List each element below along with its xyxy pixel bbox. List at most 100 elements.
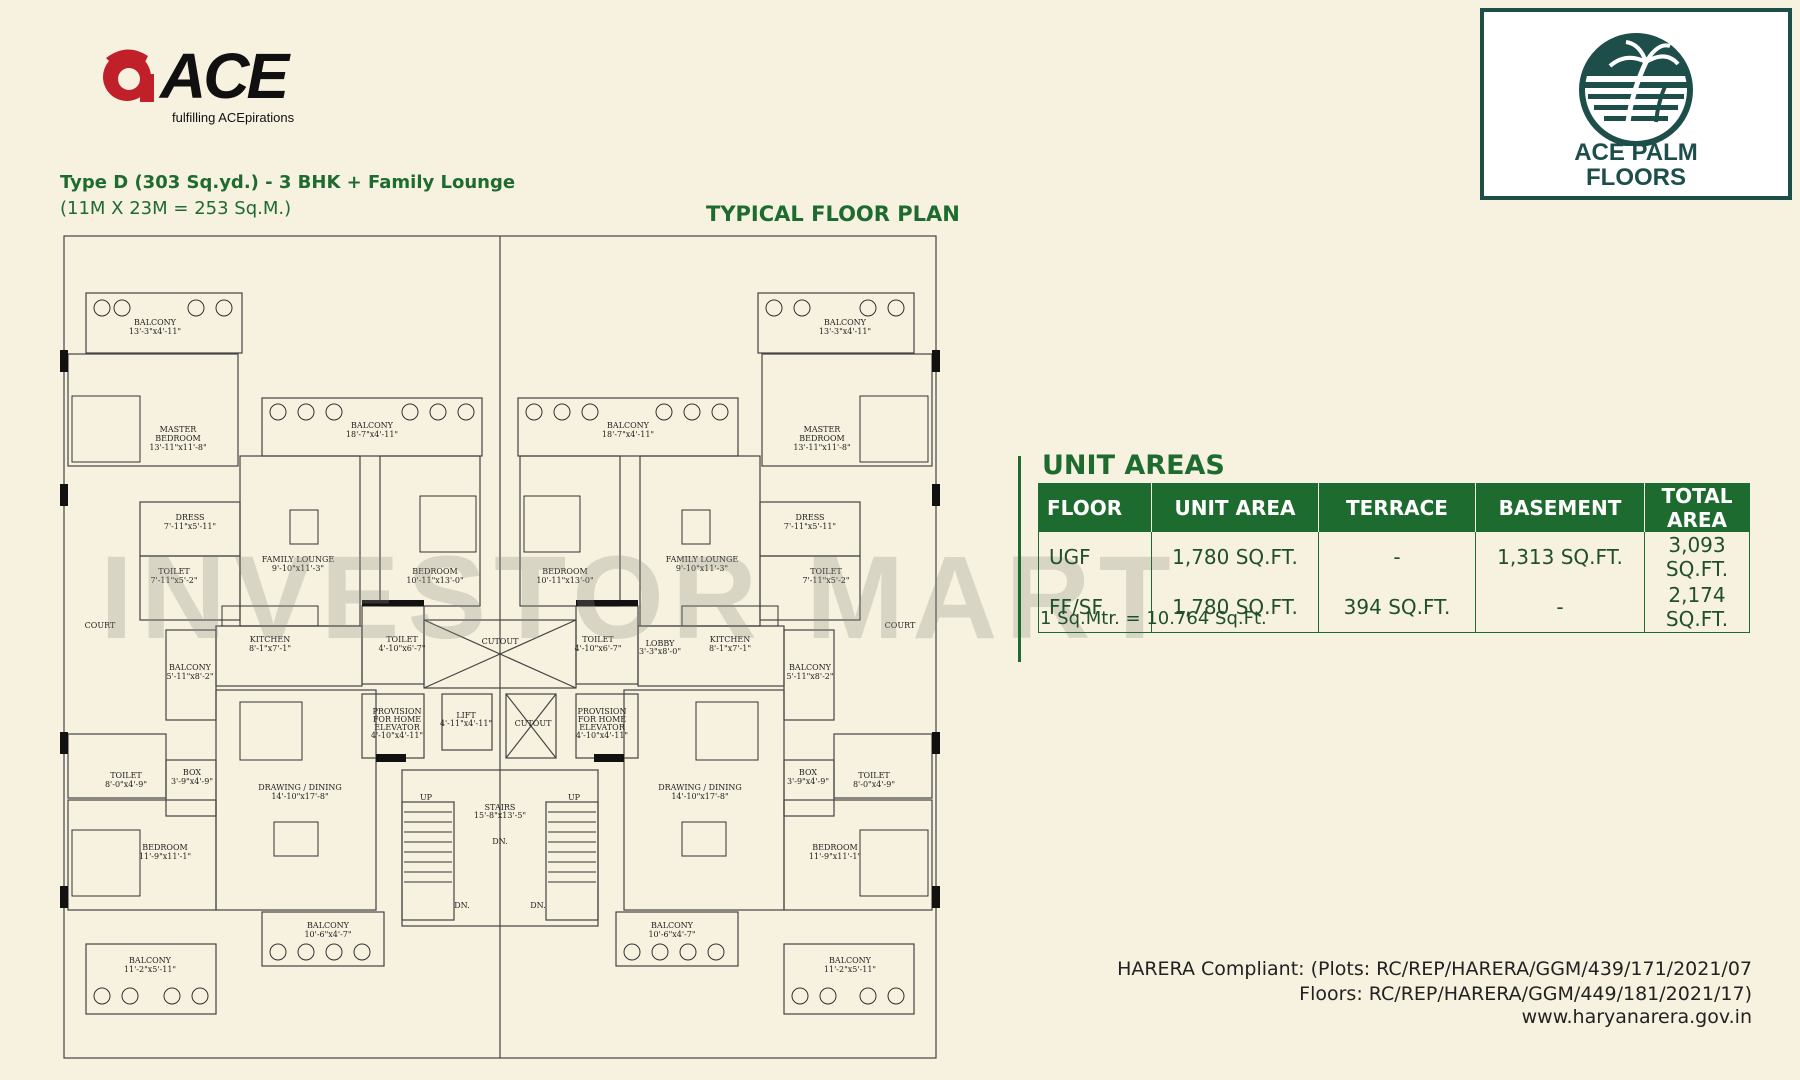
harera-line2: Floors: RC/REP/HARERA/GGM/449/181/2021/1…	[1299, 983, 1752, 1005]
unit-areas-table: FLOOR UNIT AREA TERRACE BASEMENT TOTAL A…	[1038, 483, 1750, 633]
room-labels: BALCONY13'-3"x4'-11"BALCONY18'-7"x4'-11"…	[105, 318, 895, 974]
lobby-dim: 3'-3"x8'-0"	[639, 647, 681, 656]
cutout-label-core: CUTOUT	[515, 719, 553, 728]
room-dimension-label: 7'-11"x5'-11"	[784, 522, 836, 531]
room-name-label: BALCONY	[829, 956, 872, 965]
header-basement: BASEMENT	[1475, 483, 1645, 532]
plan-shrubs	[93, 299, 905, 1005]
palm-tree-emblem-icon	[1579, 33, 1693, 146]
room-dimension-label: 8'-0"x4'-9"	[105, 780, 147, 789]
room-name-label: TOILET	[858, 771, 890, 780]
room-dimension-label: 10'-6"x4'-7"	[304, 930, 351, 939]
table-row: UGF 1,780 SQ.FT. - 1,313 SQ.FT. 3,093 SQ…	[1039, 532, 1750, 582]
provision-left-dim: 4'-10"x4'-11"	[371, 731, 423, 740]
cell-unit-area: 1,780 SQ.FT.	[1151, 532, 1319, 582]
table-row: FF/SF 1,780 SQ.FT. 394 SQ.FT. - 2,174 SQ…	[1039, 582, 1750, 633]
cell-floor: UGF	[1049, 545, 1091, 569]
lift-label: LIFT	[456, 711, 476, 720]
header-floor: FLOOR	[1038, 483, 1152, 532]
unit-areas-title: UNIT AREAS	[1042, 450, 1225, 481]
room-dimension-label: 11'-9"x11'-1"	[139, 852, 191, 861]
cell-unit-area: 1,780 SQ.FT.	[1151, 582, 1319, 633]
room-name-label: TOILET	[386, 635, 418, 644]
cell-total-area: 2,174 SQ.FT.	[1644, 582, 1750, 633]
cutout-label-top: CUTOUT	[482, 637, 520, 646]
provision-left-3: ELEVATOR	[374, 723, 420, 732]
plan-walls	[60, 350, 940, 908]
room-name-label: KITCHEN	[250, 635, 290, 644]
room-name-label: TOILET	[810, 567, 842, 576]
ace-logo-word: ACE	[160, 40, 289, 112]
stairs-up-left: UP	[420, 793, 433, 802]
cell-floor: FF/SF	[1049, 595, 1103, 619]
unit-areas-header-row: FLOOR UNIT AREA TERRACE BASEMENT TOTAL A…	[1038, 483, 1750, 532]
ace-logo-mark-icon	[103, 49, 154, 102]
room-dimension-label: 8'-1"x7'-1"	[249, 644, 291, 653]
room-dimension-label: 13'-3"x4'-11"	[129, 327, 181, 336]
room-dimension-label: 5'-11"x8'-2"	[786, 672, 833, 681]
cell-terrace: -	[1318, 532, 1476, 582]
room-dimension-label: 7'-11"x5'-11"	[164, 522, 216, 531]
cell-terrace: 394 SQ.FT.	[1318, 582, 1476, 633]
room-name-label: BALCONY	[651, 921, 694, 930]
project-brand-box	[1480, 8, 1792, 200]
room-dimension-label: 11'-2"x5'-11"	[124, 965, 176, 974]
room-name-label: BALCONY	[789, 663, 832, 672]
room-name-label: DRAWING / DINING	[258, 783, 342, 792]
room-dimension-label: 11'-9"x11'-1"	[809, 852, 861, 861]
room-name-label: MASTER	[804, 425, 842, 434]
stairs-dim: 15'-8"x13'-5"	[474, 811, 526, 820]
floor-plan-drawing: COURT COURT CUTOUT CUTOUT LOBBY 3'-3"x8'…	[60, 235, 940, 1059]
room-name-label: BEDROOM	[155, 434, 200, 443]
room-name-label: FAMILY LOUNGE	[262, 555, 335, 564]
room-name-label: BEDROOM	[542, 567, 587, 576]
room-name-label: DRESS	[795, 513, 824, 522]
room-name-label: BALCONY	[351, 421, 394, 430]
room-name-label: KITCHEN	[710, 635, 750, 644]
room-name-label: BALCONY	[824, 318, 867, 327]
room-name-label: TOILET	[158, 567, 190, 576]
court-label-right: COURT	[885, 621, 916, 630]
project-name-line2: FLOORS	[1586, 164, 1686, 191]
room-dimension-label: 8'-0"x4'-9"	[853, 780, 895, 789]
plan-labels: COURT COURT CUTOUT CUTOUT LOBBY 3'-3"x8'…	[85, 621, 916, 910]
harera-website-link[interactable]: www.haryanarera.gov.in	[1521, 1006, 1752, 1028]
room-dimension-label: 18'-7"x4'-11"	[346, 430, 398, 439]
provision-left-1: PROVISION	[373, 707, 422, 716]
cell-basement: 1,313 SQ.FT.	[1475, 532, 1645, 582]
conversion-note: 1 Sq.Mtr. = 10.764 Sq.Ft.	[1040, 608, 1267, 629]
stairs-dn-right: DN.	[530, 901, 545, 910]
room-name-label: DRESS	[175, 513, 204, 522]
room-dimension-label: 3'-9"x4'-9"	[171, 777, 213, 786]
room-dimension-label: 5'-11"x8'-2"	[166, 672, 213, 681]
provision-right-3: ELEVATOR	[579, 723, 625, 732]
court-label-left: COURT	[85, 621, 116, 630]
room-dimension-label: 13'-11"x11'-8"	[793, 443, 850, 452]
room-name-label: BALCONY	[307, 921, 350, 930]
room-name-label: TOILET	[582, 635, 614, 644]
room-name-label: BOX	[799, 768, 817, 777]
room-dimension-label: 10'-6"x4'-7"	[648, 930, 695, 939]
room-dimension-label: 10'-11"x13'-0"	[406, 576, 463, 585]
stairs-label: STAIRS	[485, 803, 516, 812]
unit-type-title: Type D (303 Sq.yd.) - 3 BHK + Family Lou…	[60, 172, 516, 193]
room-name-label: BALCONY	[607, 421, 650, 430]
harera-line1: HARERA Compliant: (Plots: RC/REP/HARERA/…	[1117, 958, 1752, 980]
project-name-line1: ACE PALM	[1574, 139, 1698, 166]
room-name-label: BALCONY	[169, 663, 212, 672]
room-dimension-label: 18'-7"x4'-11"	[602, 430, 654, 439]
room-dimension-label: 13'-11"x11'-8"	[149, 443, 206, 452]
provision-right-2: FOR HOME	[578, 715, 626, 724]
room-dimension-label: 9'-10"x11'-3"	[272, 564, 324, 573]
cell-basement: -	[1475, 582, 1645, 633]
room-dimension-label: 7'-11"x5'-2"	[150, 576, 197, 585]
room-name-label: BALCONY	[134, 318, 177, 327]
provision-left-2: FOR HOME	[373, 715, 421, 724]
header-unit-area: UNIT AREA	[1151, 483, 1319, 532]
watermark: INVESTOR MART	[100, 532, 1179, 664]
room-name-label: BEDROOM	[799, 434, 844, 443]
stair-treads	[404, 811, 596, 883]
stairs-up-right: UP	[568, 793, 581, 802]
room-dimension-label: 14'-10"x17'-8"	[271, 792, 328, 801]
room-name-label: MASTER	[160, 425, 198, 434]
